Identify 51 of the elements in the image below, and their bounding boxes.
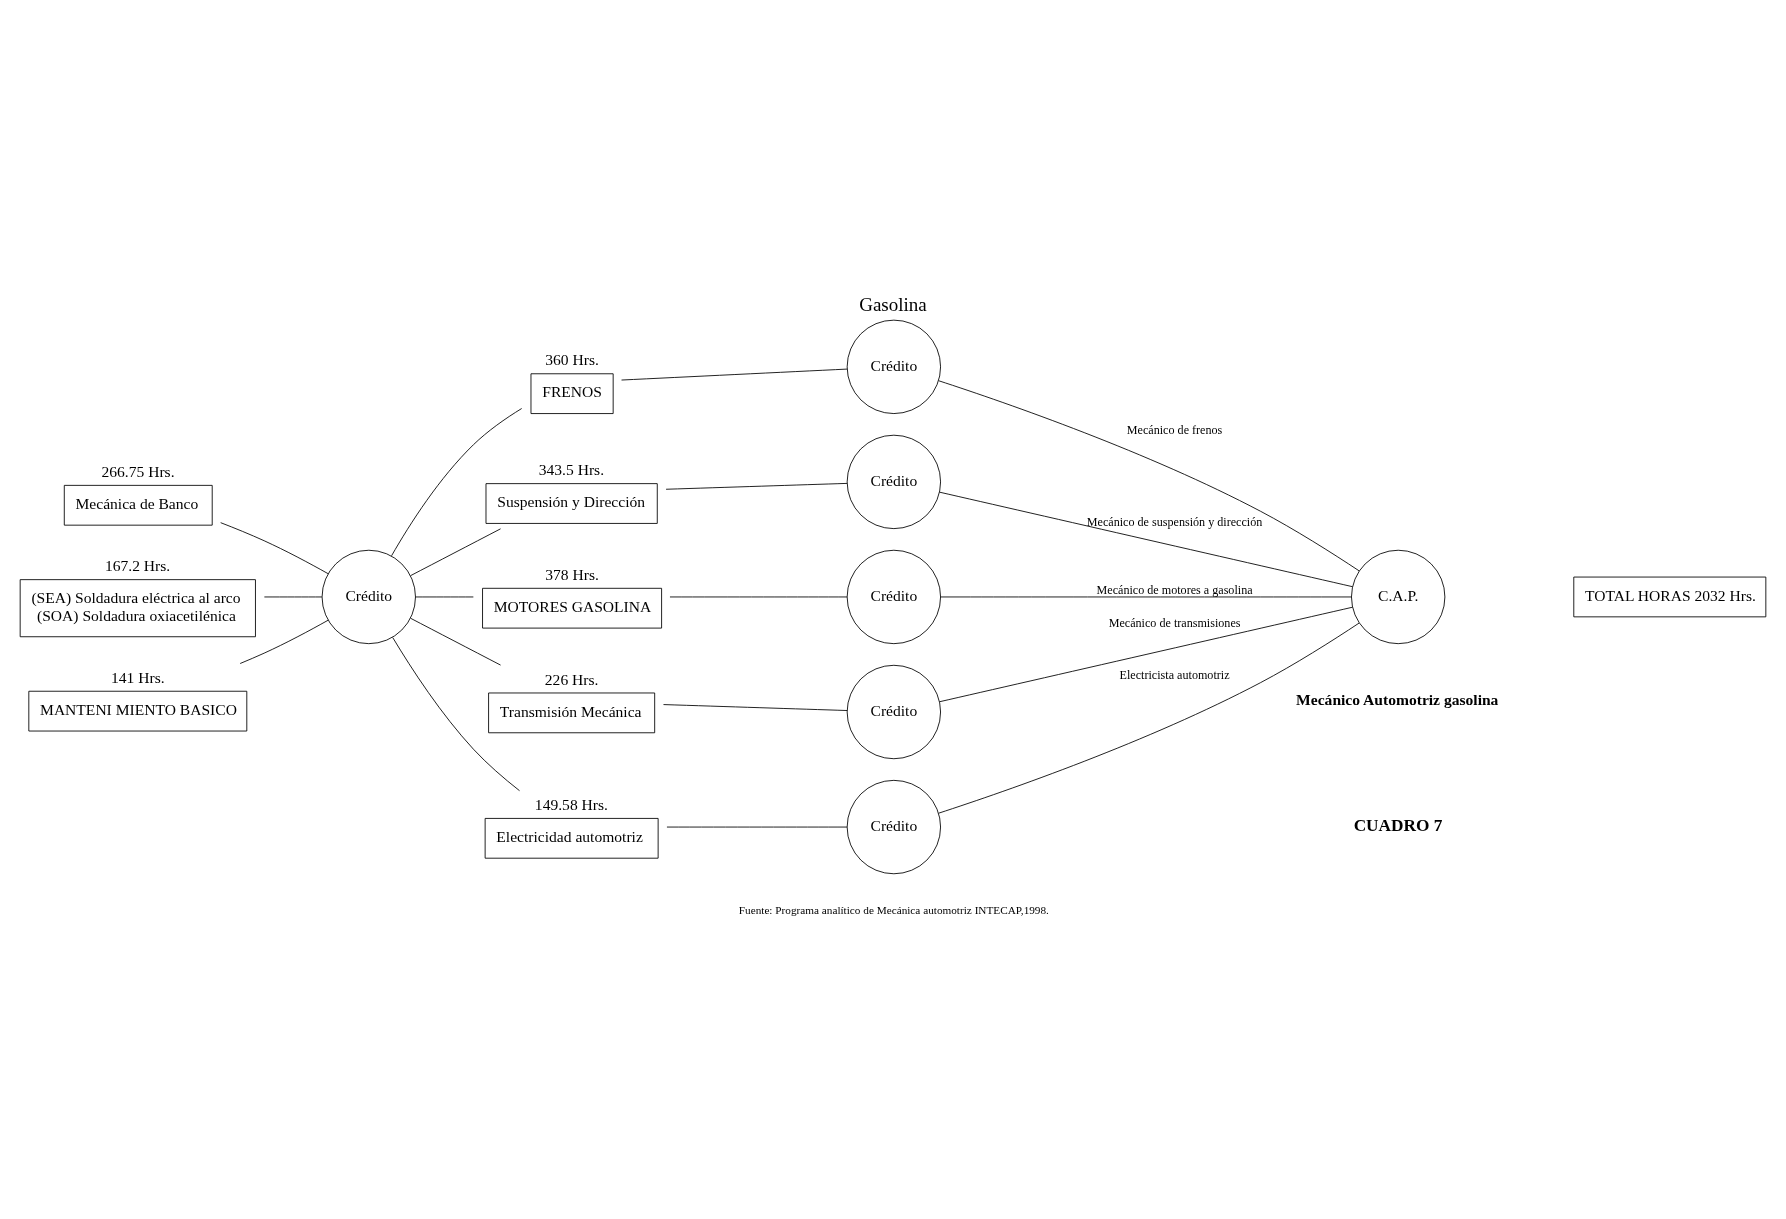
connector	[263, 596, 323, 598]
node-box: Mecánica de Banco	[63, 484, 213, 526]
node-label: 226 Hrs.	[544, 670, 599, 688]
node-circle: Crédito	[846, 549, 941, 645]
node-label: 343.5 Hrs.	[538, 461, 605, 479]
node-circle: Crédito	[321, 549, 416, 645]
connector	[669, 596, 848, 598]
node-box: TOTAL HORAS 2032 Hrs.	[1573, 576, 1767, 618]
edge-label: Mecánico de transmisiones	[1108, 616, 1241, 631]
connector	[940, 596, 1352, 598]
label: Fuente: Programa analítico de Mecánica automotriz INTECAP,1998.	[738, 903, 1049, 916]
node-box: MOTORES GASOLINA	[482, 587, 663, 629]
node-circle: C.A.P.	[1351, 549, 1446, 645]
caption: CUADRO 7	[1353, 815, 1443, 835]
node-label: 378 Hrs.	[545, 566, 599, 583]
connector	[938, 380, 1360, 572]
node-label: 266.75 Hrs.	[101, 463, 175, 481]
node-circle: Crédito	[846, 779, 941, 875]
connector	[665, 482, 848, 490]
node-label: 167.2 Hrs.	[104, 557, 171, 575]
diagram-title: Gasolina	[859, 294, 927, 316]
node-label: 149.58 Hrs.	[534, 796, 608, 814]
node-box: (SEA) Soldadura eléctrica al arco (SOA) Soldadura oxiacetilénica	[19, 579, 256, 638]
node-box: FRENOS	[530, 373, 614, 414]
node-label: 141 Hrs.	[111, 668, 165, 686]
node-box: Transmisión Mecánica	[488, 692, 656, 734]
connector	[939, 606, 1353, 703]
edge-label: Electricista automotriz	[1119, 668, 1230, 683]
connector	[410, 528, 501, 577]
node-circle: Crédito	[846, 664, 941, 760]
connector	[415, 596, 474, 598]
connector	[666, 826, 848, 828]
connector	[220, 522, 329, 575]
connector	[663, 704, 848, 711]
node-box: Suspensión y Dirección	[485, 483, 658, 524]
connector	[391, 408, 523, 557]
connector	[621, 368, 848, 381]
node-label: 360 Hrs.	[545, 351, 599, 369]
node-label: Mecánico Automotriz gasolina	[1296, 691, 1499, 709]
edge-label: Mecánico de frenos	[1126, 422, 1223, 437]
node-box: MANTENI MIENTO BASICO	[28, 690, 248, 732]
connector	[938, 622, 1360, 814]
edge-label: Mecánico de suspensión y dirección	[1086, 515, 1263, 530]
edge-label: Mecánico de motores a gasolina	[1096, 582, 1253, 597]
node-circle: Crédito	[846, 319, 941, 414]
connector	[392, 637, 520, 792]
connector	[939, 491, 1353, 588]
node-box: Electricidad automotriz	[484, 817, 659, 859]
connector	[410, 617, 501, 666]
connector	[239, 619, 329, 664]
node-circle: Crédito	[846, 434, 941, 530]
